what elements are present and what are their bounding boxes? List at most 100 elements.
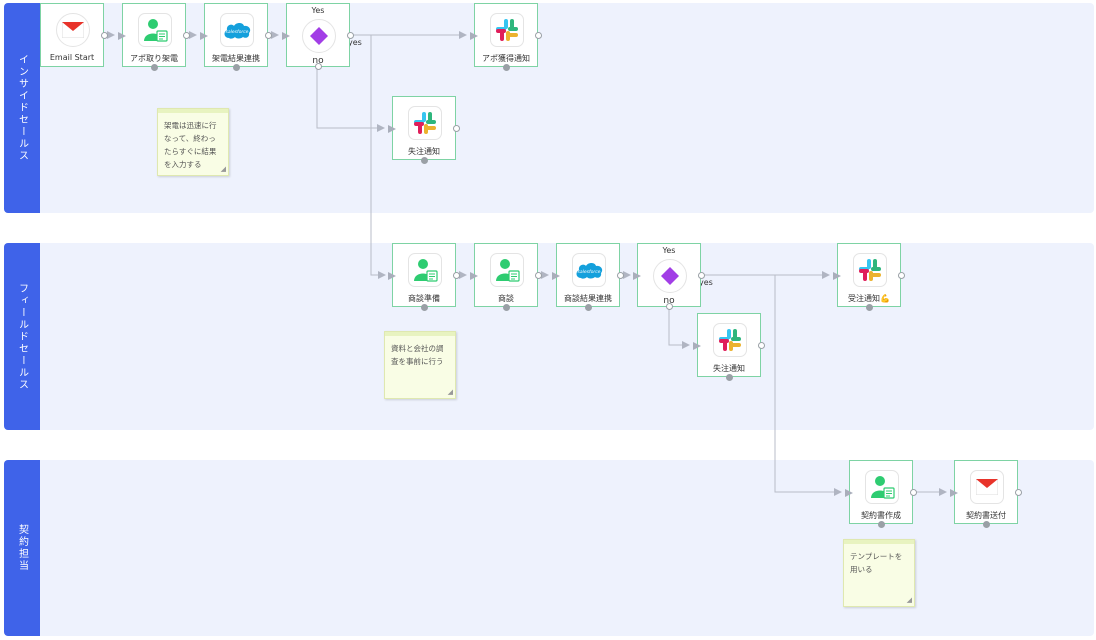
node-lost-notify-1[interactable]: 失注通知 [388, 96, 460, 164]
output-port[interactable] [1015, 489, 1022, 496]
node-call-result-sync[interactable]: salesforce 架電結果連携 [200, 3, 272, 71]
input-port[interactable] [833, 272, 841, 280]
node-label: no [663, 296, 675, 306]
resize-grip-icon[interactable]: ◢ [906, 596, 912, 604]
bottom-port[interactable] [866, 304, 873, 311]
lane-label: 契約担当 [16, 524, 28, 572]
bottom-port[interactable] [421, 157, 428, 164]
node-label: 失注通知 [408, 147, 440, 156]
output-port[interactable] [910, 489, 917, 496]
slack-logo-icon [408, 106, 442, 140]
edge-branch2-no-lost[interactable] [668, 309, 690, 349]
node-contract-create[interactable]: 契約書作成 [845, 460, 917, 528]
bottom-port[interactable] [503, 64, 510, 71]
svg-text:salesforce: salesforce [226, 29, 249, 35]
lane-label: インサイドセールス [16, 54, 28, 162]
node-apo-call[interactable]: アポ取り架電 [118, 3, 190, 71]
yes-port[interactable] [698, 272, 705, 279]
node-meeting-result-sync[interactable]: salesforce 商談結果連携 [552, 243, 624, 311]
input-port[interactable] [388, 272, 396, 280]
node-label: Email Start [49, 53, 95, 62]
input-port[interactable] [200, 32, 208, 40]
bottom-port[interactable] [878, 521, 885, 528]
lane-label: フィールドセールス [16, 282, 28, 391]
input-port[interactable] [470, 32, 478, 40]
node-label: 商談準備 [408, 294, 440, 303]
edge-branch2-yes-contract[interactable] [774, 275, 842, 496]
node-apo-notify[interactable]: アポ獲得通知 [470, 3, 542, 71]
bottom-port[interactable] [421, 304, 428, 311]
node-label: 商談 [498, 294, 514, 303]
node-meeting[interactable]: 商談 [470, 243, 542, 311]
note-text: テンプレートを用いる [850, 552, 903, 574]
edge-branch1-no-lost[interactable] [316, 69, 385, 132]
node-meeting-prep[interactable]: 商談準備 [388, 243, 460, 311]
bottom-port[interactable] [726, 374, 733, 381]
node-contract-send[interactable]: 契約書送付 [950, 460, 1022, 528]
diamond-branch-icon [302, 19, 336, 53]
lane-tab: 契約担当 [4, 460, 40, 636]
input-port[interactable] [633, 272, 641, 280]
input-port[interactable] [845, 489, 853, 497]
input-port[interactable] [950, 489, 958, 497]
resize-grip-icon[interactable]: ◢ [447, 388, 453, 396]
branch-yes-label: Yes [311, 6, 325, 15]
output-port[interactable] [101, 32, 108, 39]
input-port[interactable] [552, 272, 560, 280]
node-label: 契約書作成 [861, 511, 901, 520]
no-port[interactable] [666, 303, 673, 310]
edge-label-yes: yes [348, 38, 362, 47]
output-port[interactable] [758, 342, 765, 349]
node-label: アポ取り架電 [130, 54, 178, 63]
resize-grip-icon[interactable]: ◢ [220, 165, 226, 173]
person-task-icon [138, 13, 172, 47]
output-port[interactable] [535, 32, 542, 39]
svg-text:salesforce: salesforce [578, 269, 601, 275]
person-task-icon [865, 470, 899, 504]
slack-logo-icon [853, 253, 887, 287]
output-port[interactable] [453, 125, 460, 132]
node-label: 商談結果連携 [564, 294, 612, 303]
output-port[interactable] [183, 32, 190, 39]
output-port[interactable] [898, 272, 905, 279]
node-branch-2[interactable]: Yes no [633, 243, 705, 310]
input-port[interactable] [693, 342, 701, 350]
node-order-notify[interactable]: 受注通知💪 [833, 243, 905, 311]
node-label: 架電結果連携 [212, 54, 260, 63]
output-port[interactable] [617, 272, 624, 279]
slack-logo-icon [490, 13, 524, 47]
node-label: 失注通知 [713, 364, 745, 373]
no-port[interactable] [315, 63, 322, 70]
note-text: 資料と会社の調査を事前に行う [391, 344, 444, 366]
output-port[interactable] [453, 272, 460, 279]
sticky-note-prep[interactable]: 資料と会社の調査を事前に行う ◢ [384, 331, 456, 399]
person-task-icon [408, 253, 442, 287]
lane-tab: インサイドセールス [4, 3, 40, 213]
output-port[interactable] [265, 32, 272, 39]
yes-port[interactable] [347, 32, 354, 39]
mail-icon [970, 470, 1004, 504]
input-port[interactable] [388, 125, 396, 133]
bottom-port[interactable] [151, 64, 158, 71]
input-port[interactable] [470, 272, 478, 280]
edge-branch1-yes-meeting-prep[interactable] [370, 35, 386, 279]
bottom-port[interactable] [233, 64, 240, 71]
bottom-port[interactable] [983, 521, 990, 528]
branch-yes-label: Yes [662, 246, 676, 255]
node-label: 受注通知💪 [848, 294, 890, 303]
input-port[interactable] [118, 32, 126, 40]
node-email-start[interactable]: Email Start [40, 3, 108, 67]
input-port[interactable] [282, 32, 290, 40]
bottom-port[interactable] [585, 304, 592, 311]
slack-logo-icon [713, 323, 747, 357]
node-branch-1[interactable]: Yes no [282, 3, 354, 70]
node-lost-notify-2[interactable]: 失注通知 [693, 313, 765, 381]
person-task-icon [490, 253, 524, 287]
salesforce-logo-icon: salesforce [220, 13, 254, 47]
node-label: 契約書送付 [966, 511, 1006, 520]
sticky-note-contract[interactable]: テンプレートを用いる ◢ [843, 539, 915, 607]
bottom-port[interactable] [503, 304, 510, 311]
sticky-note-call[interactable]: 架電は迅速に行なって、終わったらすぐに結果を入力する ◢ [157, 108, 229, 176]
output-port[interactable] [535, 272, 542, 279]
